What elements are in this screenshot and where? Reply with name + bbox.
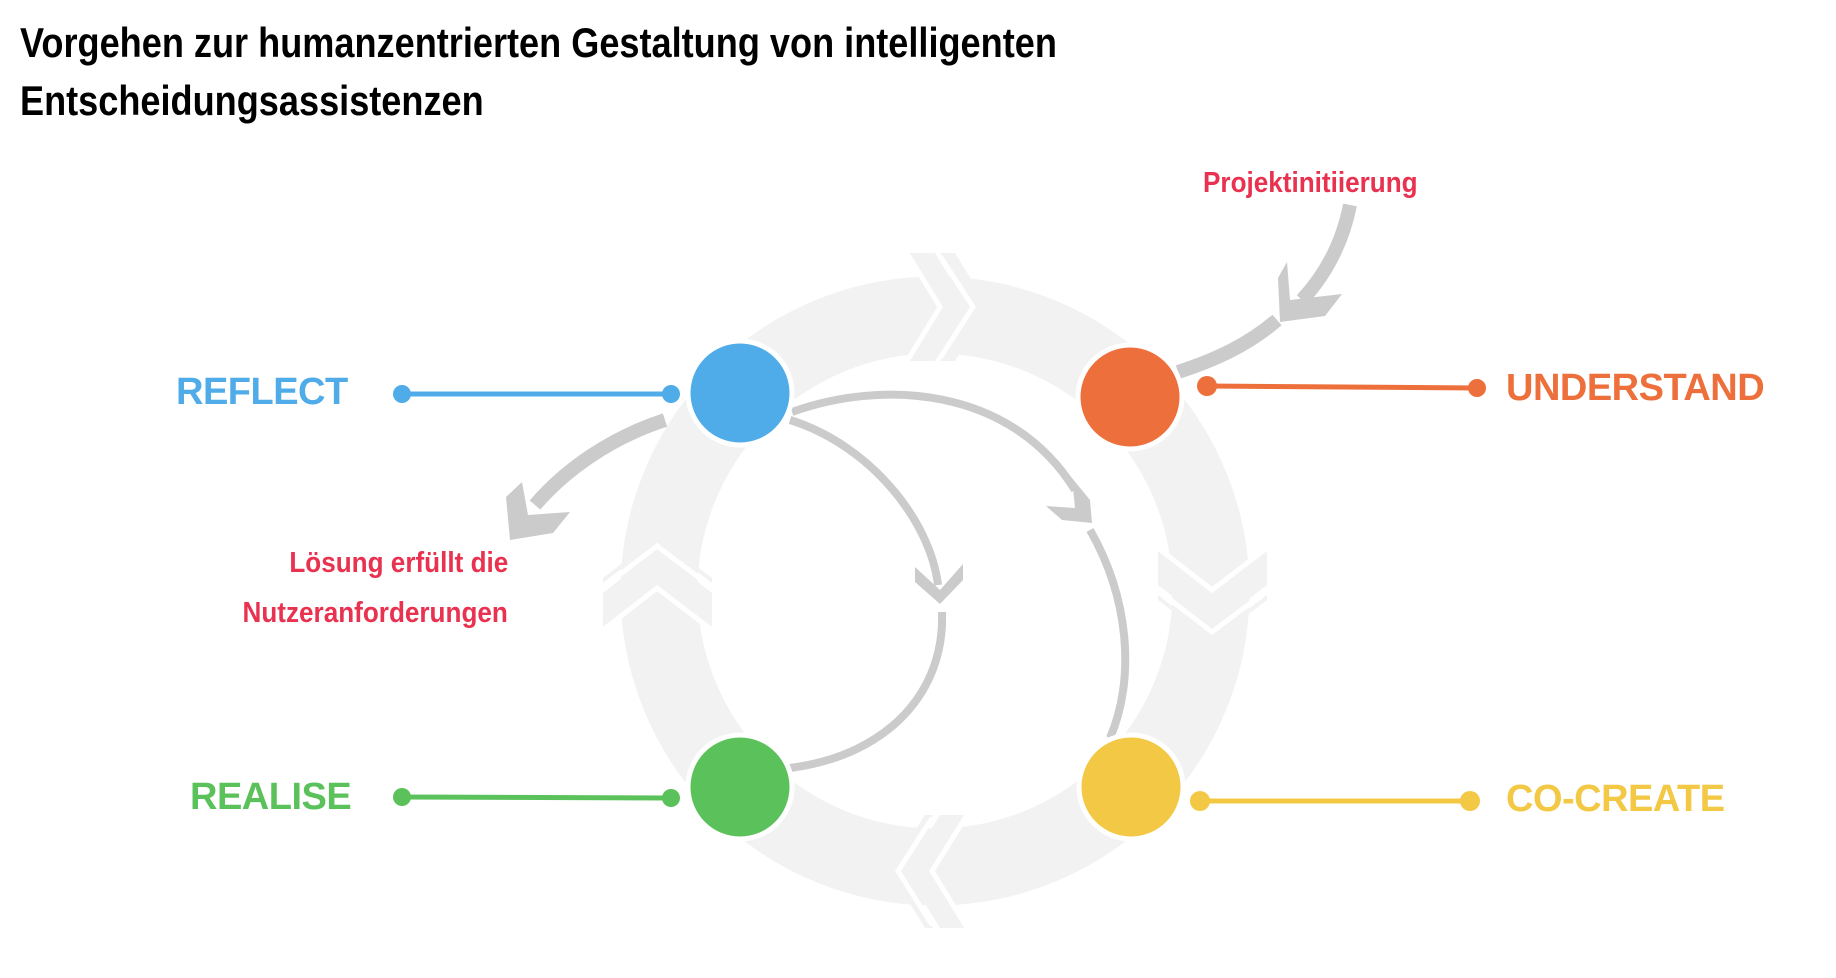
- node-co-create: [1076, 732, 1186, 842]
- stage-label-co-create: CO-CREATE: [1506, 778, 1725, 820]
- connector-understand: [1197, 376, 1486, 397]
- connector-reflect: [393, 385, 680, 403]
- page-title: Vorgehen zur humanzentrierten Gestaltung…: [20, 14, 1057, 130]
- ring-chevron-top-icon: [904, 251, 988, 363]
- connector-co-create: [1190, 791, 1480, 811]
- page-title-line1: Vorgehen zur humanzentrierten Gestaltung…: [20, 19, 1057, 66]
- iteration-arrow-reflect-to-co-create: [790, 390, 1130, 740]
- stage-label-realise: REALISE: [190, 776, 352, 818]
- iteration-arrow-reflect-to-realise: [788, 416, 963, 772]
- ring-chevron-right-icon: [1156, 546, 1269, 642]
- page-title-line2: Entscheidungsassistenzen: [20, 77, 484, 124]
- stage-label-reflect: REFLECT: [176, 371, 348, 413]
- annotation-start: Projektinitiierung: [1203, 167, 1418, 199]
- ring-chevron-bottom-icon: [890, 813, 970, 930]
- annotation-exit-line1: Lösung erfüllt die: [289, 547, 508, 579]
- annotation-exit-line2: Nutzeranforderungen: [242, 597, 508, 629]
- node-reflect: [685, 338, 795, 448]
- ring-chevron-left-icon: [601, 536, 714, 632]
- node-understand: [1075, 342, 1185, 452]
- connector-realise: [393, 788, 680, 807]
- node-realise: [685, 732, 795, 842]
- stage-label-understand: UNDERSTAND: [1506, 367, 1765, 409]
- start-arrow: [1175, 203, 1357, 379]
- exit-arrow: [506, 413, 668, 540]
